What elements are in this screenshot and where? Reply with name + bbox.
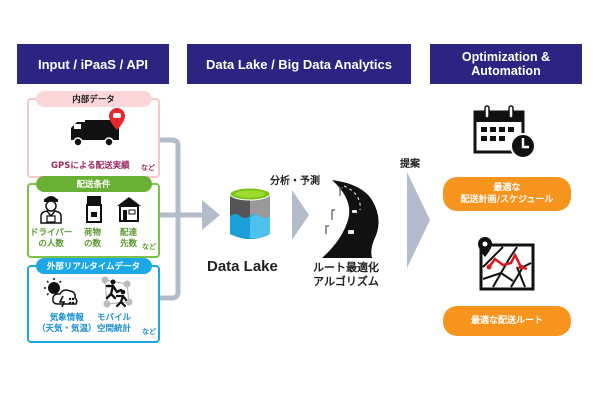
weather-info-label: 気象情報 （天気・気温）: [37, 313, 97, 334]
arrow-to-algorithm: [292, 190, 309, 240]
mobile-people-icon: [101, 276, 133, 308]
header-analytics-label: Data Lake / Big Data Analytics: [206, 56, 392, 72]
header-optimization-line1: Optimization &: [461, 50, 551, 64]
card-internal-title: 内部データ: [35, 91, 152, 107]
header-optimization-line2: Automation: [471, 64, 541, 78]
map-route-icon: [478, 237, 535, 291]
etc-label: など: [142, 243, 156, 251]
house-icon: [117, 197, 141, 222]
header-input: Input / iPaaS / API: [17, 44, 169, 84]
route-algorithm-label: ルート最適化 アルゴリズム: [313, 261, 379, 288]
optimal-schedule-button[interactable]: 最適な 配送計画/スケジュール: [443, 177, 571, 211]
data-lake-label: Data Lake: [207, 258, 278, 275]
connector-bracket: [160, 137, 181, 301]
proposal-label: 提案: [400, 159, 420, 170]
package-count-label: 荷物 の数: [84, 228, 102, 249]
driver-icon: [40, 196, 62, 224]
truck-gps-icon: [71, 108, 125, 147]
card-delivery-title: 配送条件: [35, 176, 152, 192]
card-external-realtime: 外部リアルタイムデータ 気象情報 （天気・気温） モバイル 空間統計 など: [27, 258, 160, 343]
road-algorithm-icon: [322, 180, 379, 258]
data-lake-icon: [229, 187, 271, 239]
header-input-label: Input / iPaaS / API: [37, 56, 149, 72]
package-icon: [86, 196, 102, 223]
header-analytics: Data Lake / Big Data Analytics: [187, 44, 411, 84]
arrow-to-datalake: [202, 200, 220, 230]
mobile-stats-label: モバイル 空間統計: [97, 313, 132, 334]
calendar-clock-icon: [473, 105, 536, 159]
optimal-route-button[interactable]: 最適な配送ルート: [443, 306, 571, 336]
card-delivery-conditions: 配送条件 ドライバー の人数 荷物 の数 配達 先数 など: [27, 176, 160, 258]
etc-label: など: [142, 328, 156, 336]
analysis-prediction-label: 分析・予測: [270, 176, 320, 187]
card-external-title: 外部リアルタイムデータ: [35, 258, 152, 274]
header-optimization: Optimization & Automation: [430, 44, 582, 84]
card-internal-data: 内部データ GPSによる配送実績 など: [27, 91, 160, 178]
weather-icon: [44, 278, 78, 308]
gps-delivery-label: GPSによる配送実績: [51, 161, 130, 171]
arrow-to-outputs: [407, 172, 430, 268]
etc-label: など: [141, 164, 155, 172]
destination-count-label: 配達 先数: [120, 228, 138, 249]
driver-count-label: ドライバー の人数: [30, 228, 73, 249]
